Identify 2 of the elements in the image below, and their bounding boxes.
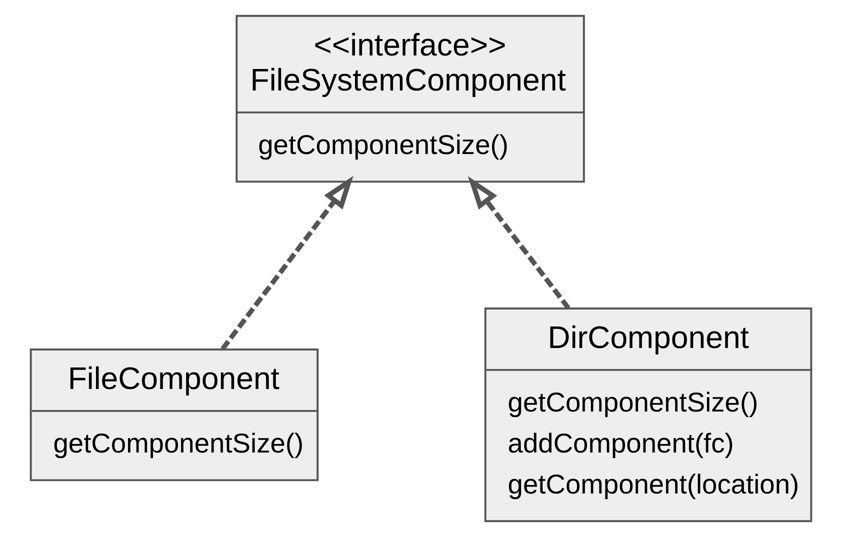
arrow — [468, 176, 570, 310]
arrow — [220, 176, 354, 350]
